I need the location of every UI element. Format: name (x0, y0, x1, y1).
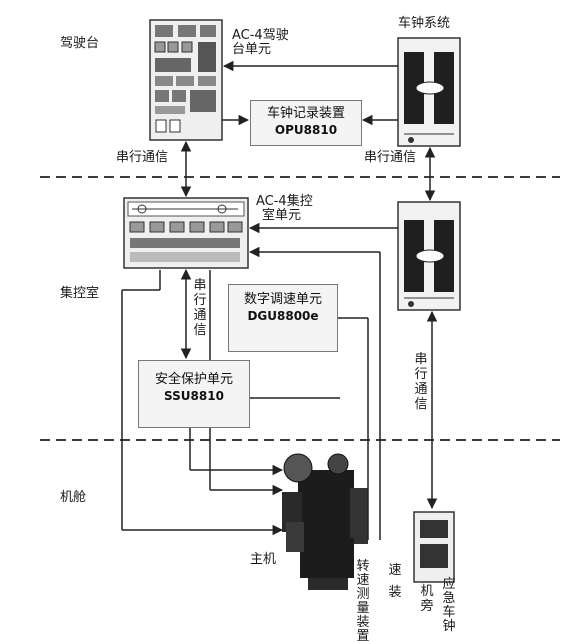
ac4-control-label-line1: AC-4集控 (256, 194, 313, 209)
digital-governor-name: 数字调速单元 (243, 292, 322, 307)
ac4-bridge-label-line1: AC-4驾驶 (232, 28, 289, 43)
ac4-bridge-label-line2: 台单元 (232, 42, 272, 57)
emergency-telegraph-graphic (413, 511, 455, 583)
digital-governor-model: DGU8800e (247, 309, 319, 323)
control-room-telegraph-graphic (397, 201, 461, 311)
main-engine-label: 主机 (250, 552, 277, 567)
emergency-telegraph-label: 应急车钟 (442, 577, 456, 634)
speed-vertical-label: 速装 (388, 563, 402, 600)
serial-comm-vertical-2-label: 串行通信 (414, 352, 428, 412)
ac4-bridge-panel-graphic (149, 19, 223, 141)
safety-protection-name: 安全保护单元 (154, 372, 233, 387)
telegraph-system-label: 车钟系统 (398, 16, 451, 31)
zone-label-engine-room: 机舱 (60, 490, 87, 505)
digital-governor-box: 数字调速单元 DGU8800e (228, 284, 338, 352)
telegraph-recorder-box: 车钟记录装置 OPU8810 (250, 100, 362, 146)
ac4-control-console-graphic (123, 197, 249, 269)
telegraph-recorder-name: 车钟记录装置 (266, 106, 345, 121)
telegraph-system-graphic (397, 37, 461, 147)
connection-lines (121, 60, 438, 540)
zone-label-bridge: 驾驶台 (60, 36, 100, 51)
zone-label-control-room: 集控室 (60, 286, 100, 301)
serial-comm-left-label: 串行通信 (116, 150, 169, 165)
engine-side-label: 机旁 (420, 584, 434, 614)
serial-comm-vertical-1-label: 串行通信 (193, 278, 207, 338)
serial-comm-right-label: 串行通信 (364, 150, 417, 165)
ac4-control-label-line2: 室单元 (262, 208, 302, 223)
telegraph-recorder-model: OPU8810 (274, 123, 338, 137)
safety-protection-model: SSU8810 (164, 389, 224, 403)
speed-sensor-label: 转速测量装置 (356, 559, 370, 644)
safety-protection-box: 安全保护单元 SSU8810 (138, 360, 250, 428)
main-engine-graphic (282, 453, 368, 590)
